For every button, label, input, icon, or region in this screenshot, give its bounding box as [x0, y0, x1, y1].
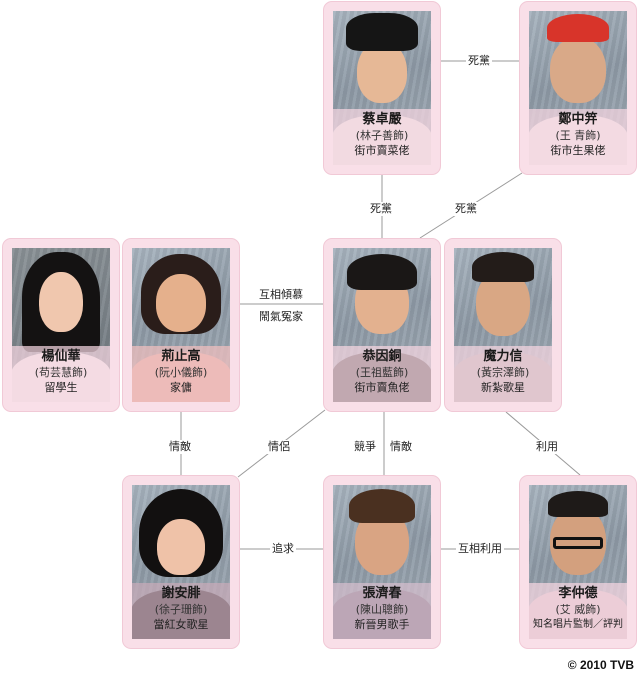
- actor-name: (徐子珊飾): [154, 603, 208, 616]
- character-photo: 魔力信 (黃宗澤飾) 新紮歌星: [454, 248, 552, 402]
- relation-label-king-kung-bicker: 鬧氣冤家: [259, 310, 303, 323]
- character-photo: 鄭中笄 (王 青飾) 街市生果佬: [529, 11, 627, 165]
- relation-label-cheng-kung: 死黨: [453, 202, 479, 216]
- character-card-king: 荊止高 (阮小儀飾) 家傭: [122, 238, 240, 412]
- character-card-yeung: 楊仙華 (苟芸慧飾) 留學生: [2, 238, 120, 412]
- character-role: 街市賣魚佬: [354, 381, 410, 394]
- copyright-notice: © 2010 TVB: [567, 658, 634, 672]
- relation-label-mo-lee: 利用: [534, 440, 560, 454]
- character-name: 魔力信: [483, 349, 523, 364]
- character-name: 蔡卓嚴: [362, 112, 402, 127]
- character-photo: 蔡卓嚴 (林子善飾) 街市賣菜佬: [333, 11, 431, 165]
- character-role: 街市生果佬: [550, 144, 606, 157]
- character-photo: 李仲德 (艾 威飾) 知名唱片監制／評判: [529, 485, 627, 639]
- character-card-cheng: 鄭中笄 (王 青飾) 街市生果佬: [519, 1, 637, 175]
- character-photo: 恭因銅 (王祖藍飾) 街市賣魚佬: [333, 248, 431, 402]
- character-role: 街市賣菜佬: [354, 144, 410, 157]
- relation-label-choi-cheng: 死黨: [466, 54, 492, 68]
- character-card-mo: 魔力信 (黃宗澤飾) 新紮歌星: [444, 238, 562, 412]
- character-photo: 楊仙華 (苟芸慧飾) 留學生: [12, 248, 110, 402]
- actor-name: (艾 威飾): [555, 603, 601, 616]
- character-name: 李仲德: [558, 586, 598, 601]
- character-card-tse: 謝安腓 (徐子珊飾) 當紅女歌星: [122, 475, 240, 649]
- actor-name: (阮小儀飾): [154, 366, 208, 379]
- character-photo: 張濟春 (陳山聰飾) 新晉男歌手: [333, 485, 431, 639]
- relation-label-choi-kung: 死黨: [368, 202, 394, 216]
- actor-name: (王祖藍飾): [355, 366, 409, 379]
- character-role: 當紅女歌星: [153, 618, 209, 631]
- relation-label-cheung-lee: 互相利用: [456, 542, 504, 556]
- character-role: 留學生: [44, 381, 78, 394]
- character-photo: 荊止高 (阮小儀飾) 家傭: [132, 248, 230, 402]
- character-name: 恭因銅: [362, 349, 402, 364]
- actor-name: (黃宗澤飾): [476, 366, 530, 379]
- actor-name: (苟芸慧飾): [34, 366, 88, 379]
- relation-label-kung-tse: 情侶: [266, 440, 292, 454]
- relation-label-king-tse: 情敵: [167, 440, 193, 454]
- character-card-cheung: 張濟春 (陳山聰飾) 新晉男歌手: [323, 475, 441, 649]
- character-role: 家傭: [170, 381, 192, 394]
- character-photo: 謝安腓 (徐子珊飾) 當紅女歌星: [132, 485, 230, 639]
- character-name: 謝安腓: [161, 586, 201, 601]
- actor-name: (陳山聰飾): [355, 603, 409, 616]
- character-card-choi: 蔡卓嚴 (林子善飾) 街市賣菜佬: [323, 1, 441, 175]
- character-role: 新紮歌星: [481, 381, 525, 394]
- character-name: 楊仙華: [41, 349, 81, 364]
- relation-label-kung-cheung-compete: 競爭: [352, 440, 378, 454]
- character-name: 鄭中笄: [558, 112, 598, 127]
- character-name: 張濟春: [362, 586, 402, 601]
- character-role: 知名唱片監制／評判: [533, 619, 623, 630]
- character-role: 新晉男歌手: [354, 618, 410, 631]
- character-name: 荊止高: [161, 349, 201, 364]
- character-card-kung: 恭因銅 (王祖藍飾) 街市賣魚佬: [323, 238, 441, 412]
- relation-label-king-kung-admire: 互相傾慕: [259, 288, 303, 301]
- character-card-lee: 李仲德 (艾 威飾) 知名唱片監制／評判: [519, 475, 637, 649]
- glasses-icon: [553, 537, 603, 549]
- actor-name: (王 青飾): [555, 129, 601, 142]
- relation-label-kung-cheung-rival: 情敵: [388, 440, 414, 454]
- actor-name: (林子善飾): [355, 129, 409, 142]
- relation-label-tse-cheung: 追求: [270, 542, 296, 556]
